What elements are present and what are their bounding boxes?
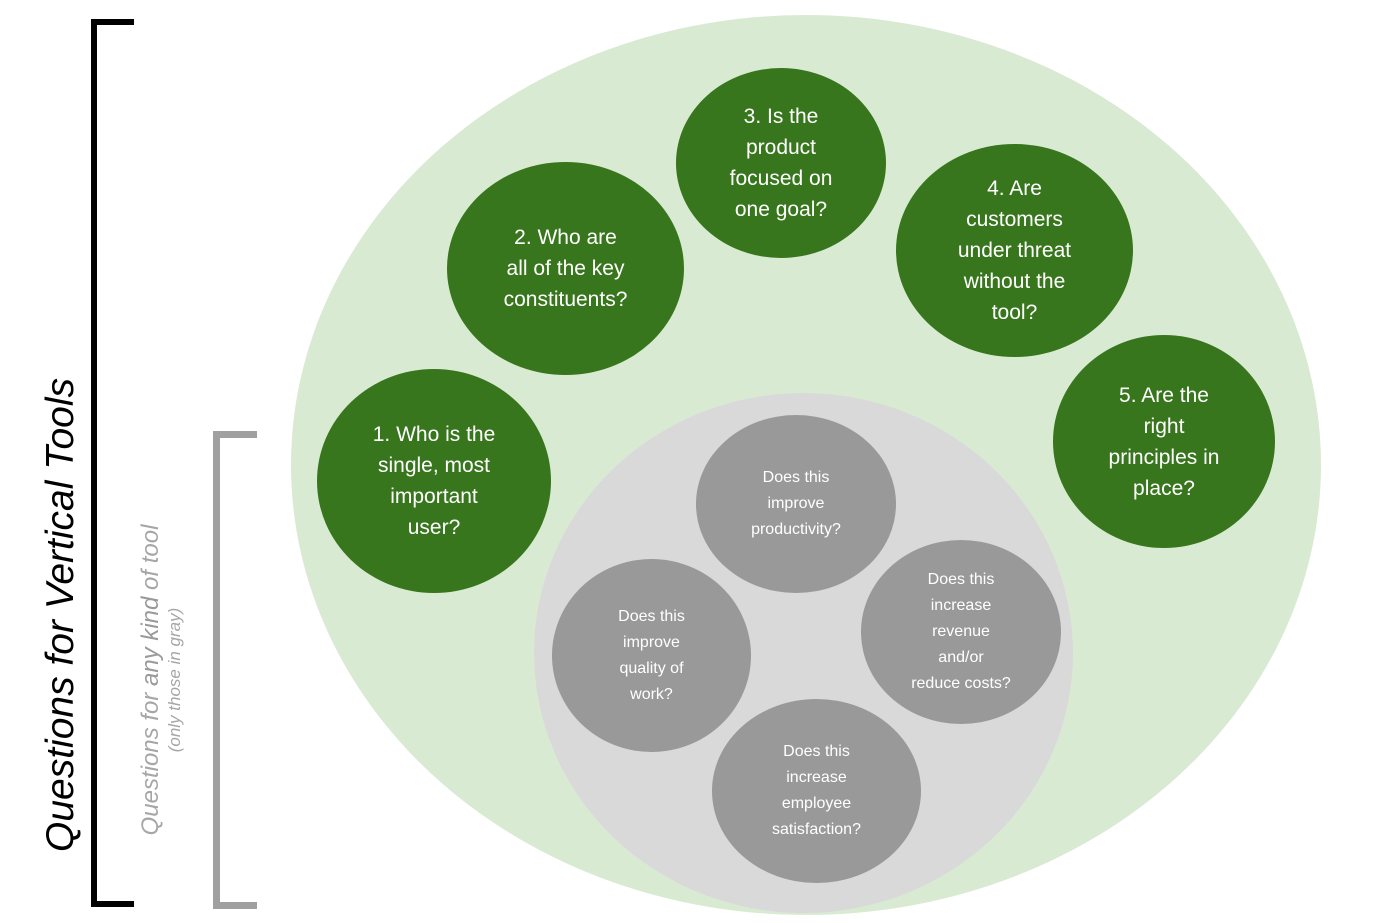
question-text: Does this increase revenue and/or reduce… [911,571,1011,692]
general-question-productivity: Does this improve productivity? [696,415,896,593]
question-bubble-5: 5. Are the right principles in place? [1053,335,1275,548]
question-bubble-1: 1. Who is the single, most important use… [317,369,551,593]
question-text: Does this increase employee satisfaction… [772,743,861,838]
subtitle-block: Questions for any kind of tool (only tho… [137,510,185,850]
any-tool-bracket [213,431,257,909]
question-text: 3. Is the product focused on one goal? [729,105,833,221]
subtitle-prefix: Questions for [137,686,164,836]
diagram-title: Questions for Vertical Tools [39,378,82,852]
subtitle-emphasis: any kind [137,596,164,687]
general-question-revenue: Does this increase revenue and/or reduce… [861,540,1061,724]
question-bubble-3: 3. Is the product focused on one goal? [676,68,886,258]
question-text: 5. Are the right principles in place? [1108,383,1220,500]
subtitle-suffix: of tool [137,524,164,597]
question-text: Does this improve productivity? [751,469,841,538]
general-question-satisfaction: Does this increase employee satisfaction… [712,699,921,883]
question-text: 1. Who is the single, most important use… [372,423,496,539]
question-text: 2. Who are all of the key constituents? [503,226,628,311]
vertical-tools-bracket [91,19,134,907]
subtitle: Questions for any kind of tool [137,510,165,850]
general-question-quality: Does this improve quality of work? [552,559,751,752]
subtitle-note: (only those in gray) [165,607,184,753]
question-text: Does this improve quality of work? [618,607,685,703]
question-bubble-2: 2. Who are all of the key constituents? [447,162,684,375]
question-text: 4. Are customers under threat without th… [957,177,1072,324]
question-bubble-4: 4. Are customers under threat without th… [896,144,1133,357]
